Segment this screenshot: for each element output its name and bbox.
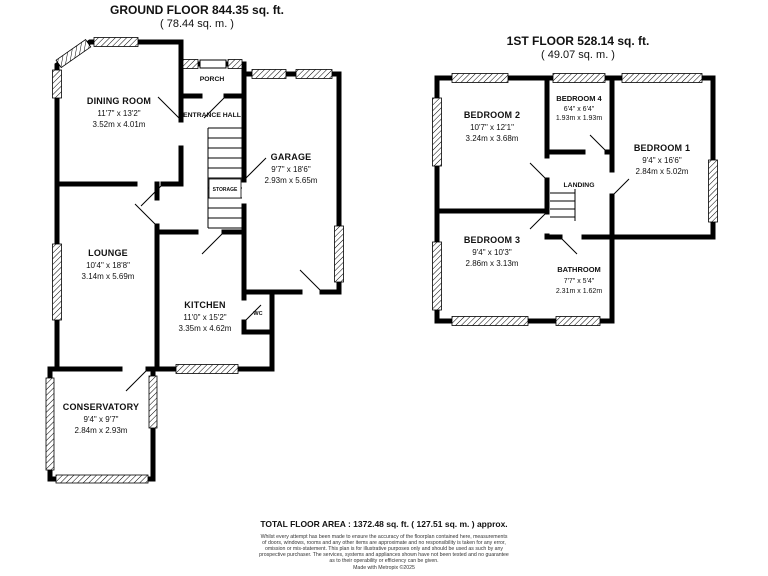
garage-dims-ft: 9'7" x 18'6" (271, 165, 311, 174)
dining-room-dims-m: 3.52m x 4.01m (93, 120, 146, 129)
ground-floor-subtitle: ( 78.44 sq. m. ) (160, 18, 234, 30)
bedroom3-name: BEDROOM 3 (464, 235, 520, 245)
storage-name: STORAGE (213, 187, 238, 193)
bay-window (55, 39, 92, 69)
window (432, 241, 442, 311)
kitchen-dims-m: 3.35m x 4.62m (179, 324, 232, 333)
metropix-credit: Made with Metropix ©2025 (353, 564, 415, 571)
footer: TOTAL FLOOR AREA : 1372.48 sq. ft. ( 127… (259, 519, 509, 571)
window (52, 69, 62, 99)
wc-name: WC (253, 311, 262, 317)
window (555, 316, 601, 326)
window (432, 97, 442, 167)
window (451, 73, 509, 83)
porch-name: PORCH (200, 76, 225, 83)
window (552, 73, 606, 83)
first-floor-title: 1ST FLOOR 528.14 sq. ft. (507, 34, 650, 48)
bedroom2-dims-m: 3.24m x 3.68m (466, 134, 519, 143)
ground-interior-walls (54, 61, 275, 372)
lounge-dims-m: 3.14m x 5.69m (82, 272, 135, 281)
first-windows (432, 73, 718, 326)
front-door (199, 59, 227, 69)
staircase (207, 127, 242, 229)
garage-dims-m: 2.93m x 5.65m (265, 176, 318, 185)
bedroom2-dims-ft: 10'7" x 12'1" (470, 123, 514, 132)
porch-window (227, 59, 243, 69)
bedroom2-name: BEDROOM 2 (464, 110, 520, 120)
window (708, 159, 718, 223)
window (175, 364, 239, 374)
first-floor-subtitle: ( 49.07 sq. m. ) (541, 49, 615, 61)
conservatory-dims-m: 2.84m x 2.93m (75, 426, 128, 435)
conservatory-dims-ft: 9'4" x 9'7" (84, 415, 119, 424)
disclaimer-line: as to their operability or efficiency ca… (329, 558, 438, 564)
garage-name: GARAGE (271, 152, 312, 162)
kitchen-dims-ft: 11'0" x 15'2" (183, 313, 226, 322)
bathroom-name: BATHROOM (557, 265, 601, 274)
disclaimer-line: omission or mis-statement. This plan is … (265, 546, 503, 552)
window (621, 73, 703, 83)
bedroom3-dims-ft: 9'4" x 10'3" (472, 248, 512, 257)
dining-room-name: DINING ROOM (87, 96, 151, 106)
bathroom-dims-ft: 7'7" x 5'4" (564, 278, 595, 285)
conservatory-name: CONSERVATORY (63, 402, 139, 412)
entrance-hall-name: ENTRANCE HALL (183, 112, 241, 119)
conservatory-window (148, 375, 158, 429)
total-floor-area: TOTAL FLOOR AREA : 1372.48 sq. ft. ( 127… (260, 519, 507, 529)
landing-name: LANDING (564, 182, 595, 189)
window (251, 69, 287, 79)
ground-floor-title: GROUND FLOOR 844.35 sq. ft. (110, 3, 284, 17)
bedroom1-name: BEDROOM 1 (634, 143, 690, 153)
window (451, 316, 529, 326)
porch-window (182, 59, 199, 69)
lounge-dims-ft: 10'4" x 18'8" (86, 261, 130, 270)
window (334, 225, 344, 283)
bedroom4-dims-m: 1.93m x 1.93m (556, 115, 602, 122)
ground-room-labels: DINING ROOM 11'7" x 13'2" 3.52m x 4.01m … (63, 76, 318, 435)
ground-doors (125, 95, 323, 392)
landing-stairs (550, 189, 576, 221)
disclaimer-line: prospective purchaser. The services, sys… (259, 552, 509, 558)
storage-box (208, 178, 242, 199)
kitchen-name: KITCHEN (184, 300, 225, 310)
ground-windows (45, 37, 344, 484)
first-interior-walls (434, 75, 615, 240)
bedroom4-name: BEDROOM 4 (556, 94, 602, 103)
disclaimer-line: of doors, windows, rooms and any other i… (262, 540, 506, 546)
first-room-labels: BEDROOM 2 10'7" x 12'1" 3.24m x 3.68m BE… (464, 94, 690, 295)
ground-floor-plan: GROUND FLOOR 844.35 sq. ft. ( 78.44 sq. … (45, 3, 344, 484)
conservatory-window (45, 377, 55, 471)
lounge-name: LOUNGE (88, 248, 128, 258)
window (52, 243, 62, 321)
first-floor-plan: 1ST FLOOR 528.14 sq. ft. ( 49.07 sq. m. … (432, 34, 718, 326)
window (93, 37, 139, 47)
conservatory-window (55, 474, 149, 484)
bathroom-dims-m: 2.31m x 1.62m (556, 288, 602, 295)
bedroom3-dims-m: 2.86m x 3.13m (466, 259, 519, 268)
bedroom1-dims-ft: 9'4" x 16'6" (642, 156, 682, 165)
bedroom4-dims-ft: 6'4" x 6'4" (564, 106, 595, 113)
bedroom1-dims-m: 2.84m x 5.02m (636, 167, 689, 176)
disclaimer-line: Whilst every attempt has been made to en… (261, 534, 508, 540)
first-doors (529, 134, 630, 255)
window (295, 69, 333, 79)
dining-room-dims-ft: 11'7" x 13'2" (97, 109, 140, 118)
